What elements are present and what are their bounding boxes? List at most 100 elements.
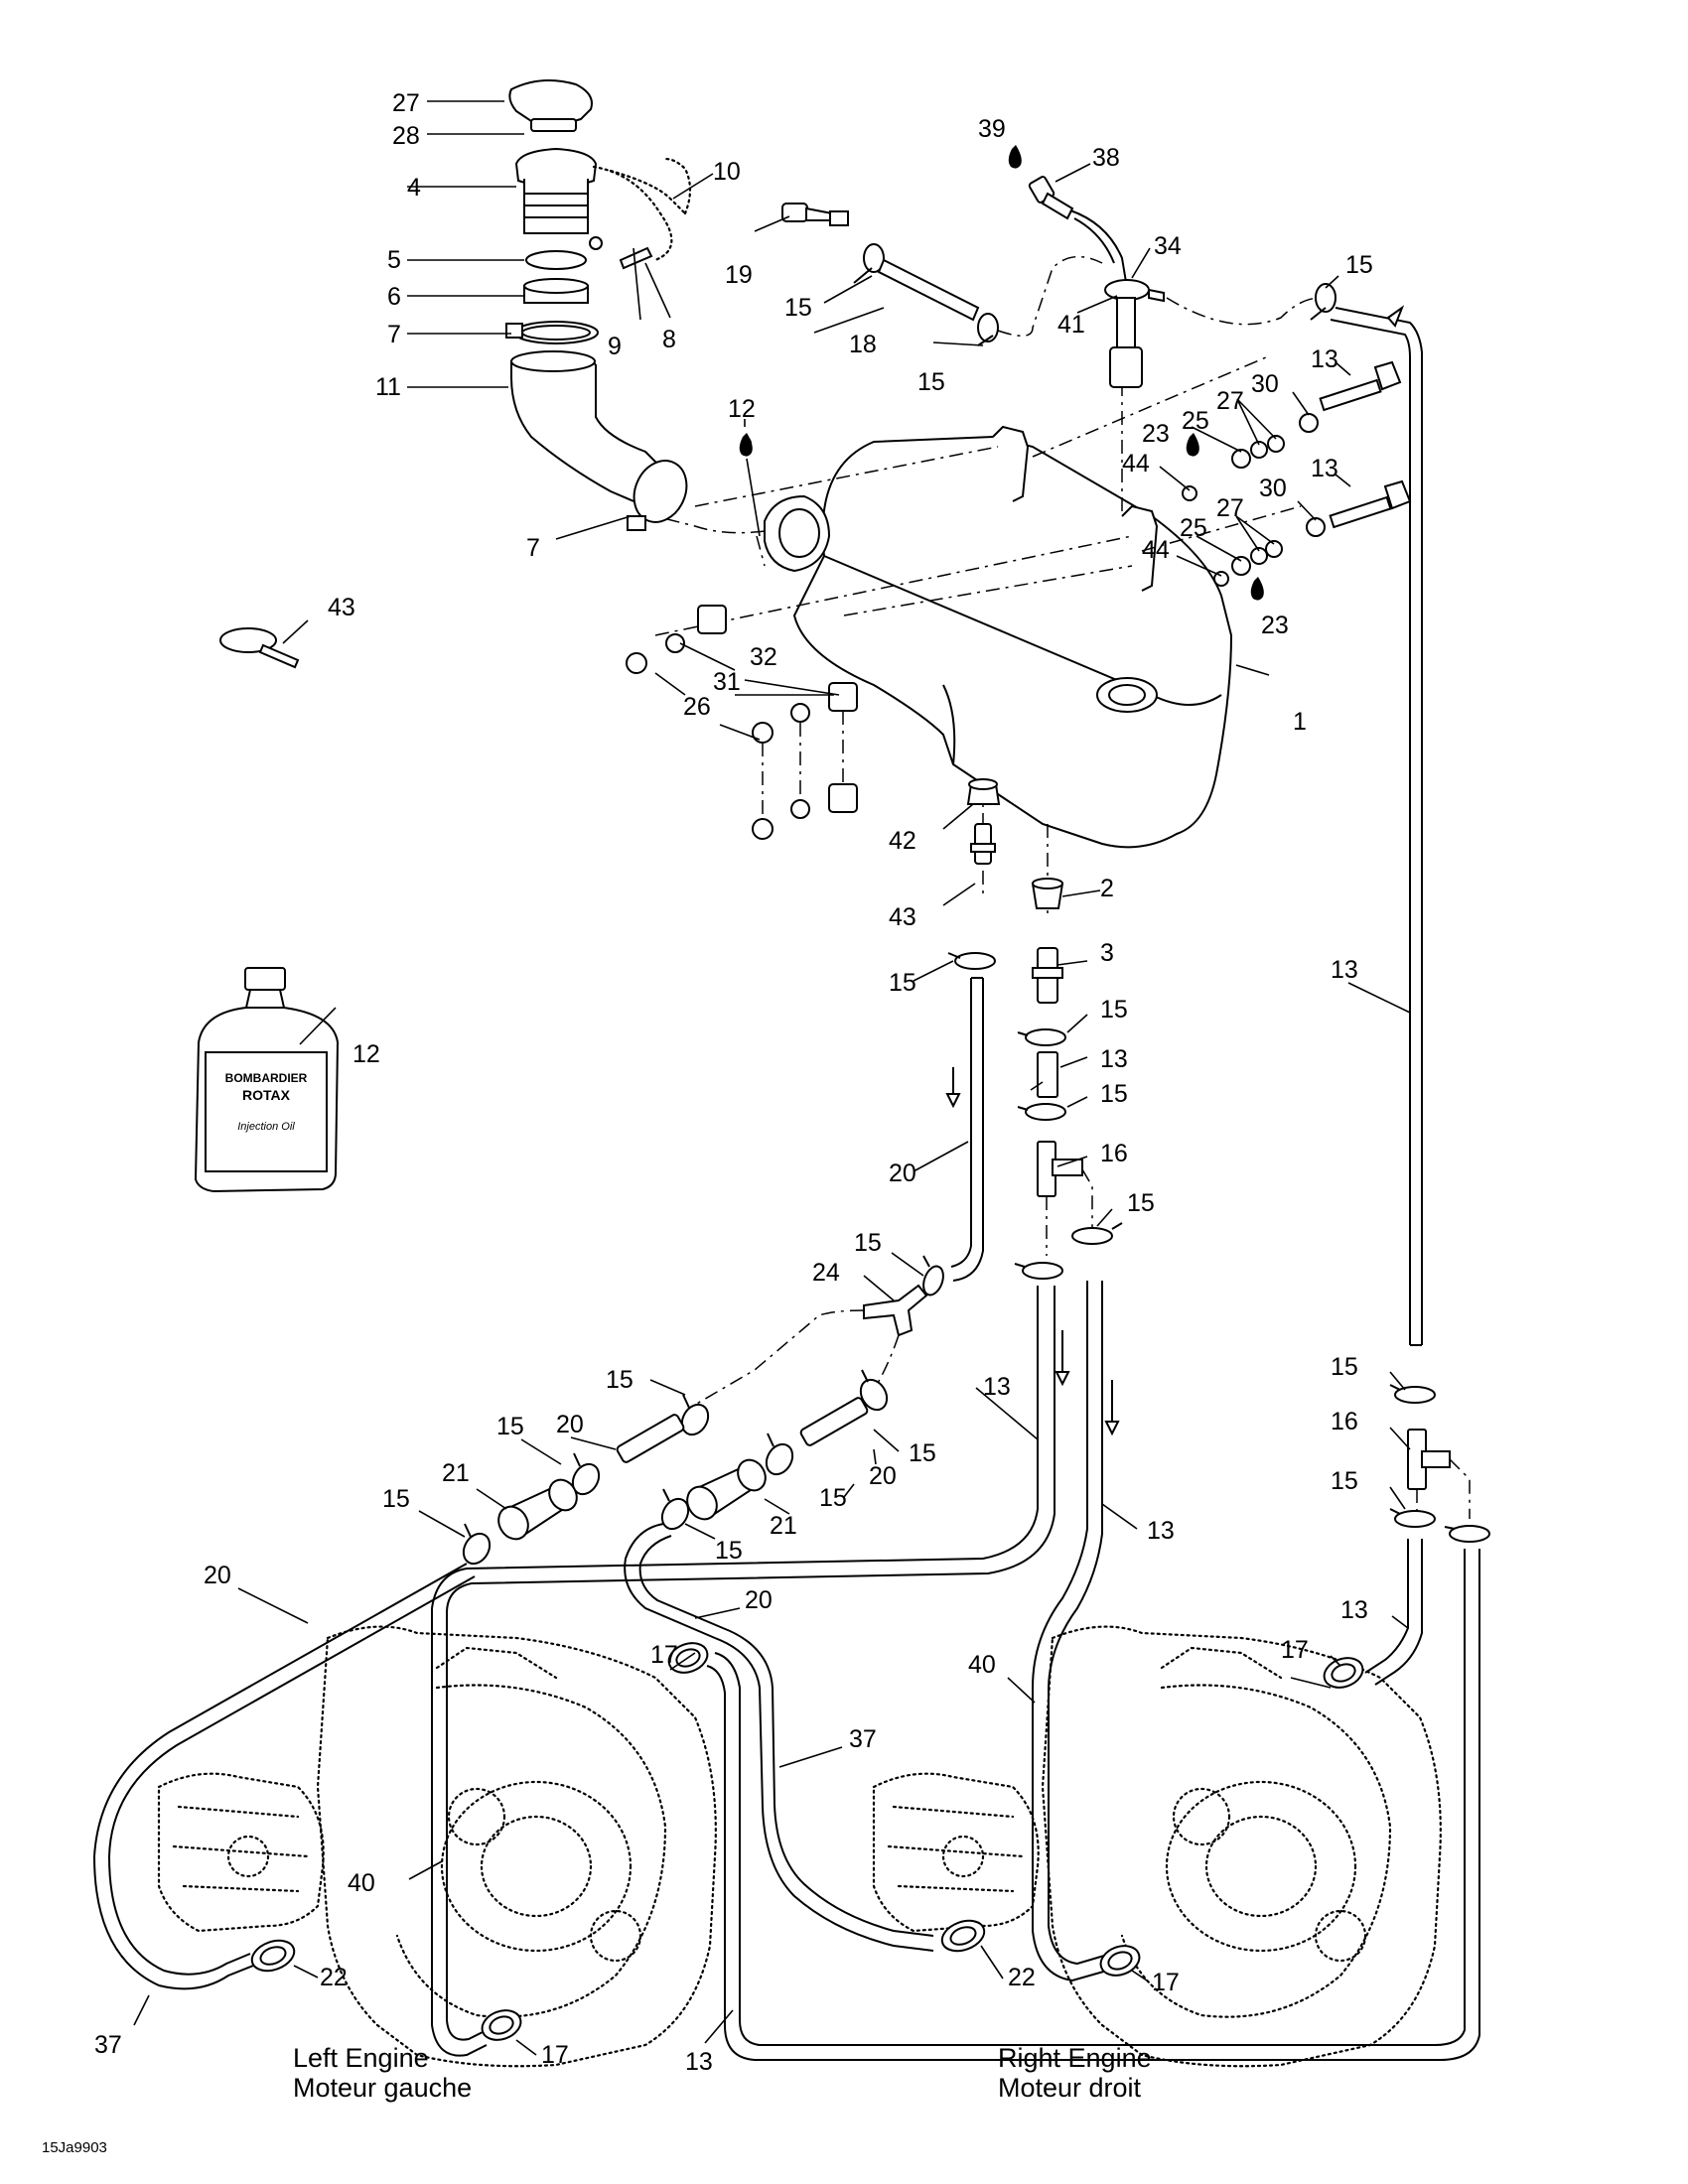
callout-15-rs1: 15 [1331,1353,1358,1381]
callout-9: 9 [608,333,622,360]
callout-1: 1 [1293,708,1307,736]
callout-15-top-right: 15 [1345,251,1373,279]
outlet-fitting-2 [1031,878,1064,909]
callout-39: 39 [978,115,1006,143]
filler-neck [514,147,598,234]
callout-30-lower: 30 [1259,475,1287,502]
washers-lower [1213,517,1326,587]
chain-10 [592,157,692,262]
callout-37-left: 37 [94,2031,122,2059]
callout-25-lower: 25 [1180,514,1207,542]
callout-21-left: 21 [442,1459,470,1487]
callout-20-center: 20 [889,1160,916,1187]
clamp-15-l2 [571,1452,601,1496]
clamp-15-top-right [1310,283,1336,321]
callout-42: 42 [889,827,916,855]
filler-hose-11 [510,350,667,508]
callout-23-lower: 23 [1261,612,1289,639]
callout-29: 28 [392,122,420,150]
hose-20-r1 [799,1397,869,1446]
feed-hose-20-left [950,977,984,1282]
callout-10: 10 [713,158,741,186]
clamp-15-rs3 [1444,1525,1490,1543]
clamp-15-r2 [765,1433,794,1476]
callout-15-vent: 15 [784,294,812,322]
callout-15-c3: 15 [1100,1080,1128,1108]
callout-8: 8 [662,326,676,353]
callout-21-right: 21 [770,1512,797,1540]
callout-20-r1: 20 [869,1462,897,1490]
filler-cap [508,79,593,132]
fuel-filter-21-right [686,1458,767,1521]
callout-34: 38 [1092,144,1120,172]
fitting-43 [970,823,996,865]
callout-12-bottle: 12 [352,1040,380,1068]
return-hose-14-right [1330,305,1423,1346]
callout-7-lower: 7 [526,534,540,562]
callout-15-r3: 15 [715,1537,743,1565]
callout-25-upper: 25 [1182,407,1209,435]
level-sensor-34 [1028,176,1128,289]
bottle-product: Injection Oil [237,1121,295,1133]
callout-32: 32 [750,643,777,671]
callout-14-center: 13 [983,1373,1011,1401]
tee-16-right [1407,1429,1451,1490]
callout-14-short: 13 [1100,1045,1128,1073]
hose-20-middle [624,1523,934,1952]
callout-37-center: 37 [849,1725,877,1753]
callout-15-c2: 15 [1100,996,1128,1024]
callout-20-l1: 20 [556,1411,584,1438]
clamp-15-c2 [1017,1028,1066,1046]
callout-6: 6 [387,283,401,311]
right-engine-label-en: Right Engine [998,2043,1152,2073]
callout-14-center2: 13 [1147,1517,1175,1545]
clamp-15-rs2 [1389,1508,1436,1528]
figure-code: 15Ja9903 [42,2139,107,2156]
clamp-7-upper [505,321,599,344]
grommet-40-33 [1104,279,1165,388]
clamp-15-r3 [660,1488,690,1531]
clamp-15-vent [853,243,885,284]
clamp-15-l4 [859,1369,889,1412]
clamp-15-l3 [462,1523,492,1566]
callout-43: 43 [889,903,916,931]
callout-14-right: 13 [1331,956,1358,984]
callout-38-right: 40 [968,1651,996,1679]
clamp-17-left [481,2009,522,2041]
washers-upper [1182,413,1319,501]
callout-15-c1: 15 [889,969,916,997]
hose-14-long-bottom [706,1549,1480,2061]
callout-15-l3: 15 [382,1485,410,1513]
callout-17-left: 17 [541,2041,569,2069]
engine-captions: Left Engine Moteur gauche Right Engine M… [293,2043,1152,2103]
callout-16-center: 16 [1100,1140,1128,1167]
bottle-brand: BOMBARDIER [225,1071,308,1085]
clamp-17-rs [1323,1657,1364,1689]
callout-27-upper: 27 [1216,387,1244,415]
clamp-7-lower [627,460,688,531]
oil-tank [764,425,1233,849]
callout-33: 34 [1154,232,1182,260]
hose-20-to-left-engine [92,1563,476,1990]
gasket-5 [525,250,587,270]
clamp-22-left [250,1939,296,1973]
callout-16-right: 16 [1331,1408,1358,1435]
nut-6 [523,278,589,304]
oil-bottle-12: BOMBARDIER ROTAX Injection Oil [194,967,340,1193]
bottle-sub-brand: ROTAX [242,1087,291,1103]
callout-13-lower: 13 [1311,455,1338,482]
callout-26: 26 [683,693,711,721]
bolt-upper [1319,360,1402,412]
callout-20-middle: 20 [745,1586,773,1614]
callout-22-left: 22 [320,1964,348,1991]
callout-23-upper: 23 [1142,420,1170,448]
callout-numbers: 27 28 4 5 6 7 11 10 9 8 7 12 1 39 38 34 … [94,89,1373,2076]
cable-tie-41 [219,627,300,669]
callout-17-right: 17 [1152,1969,1180,1996]
callout-18: 18 [849,331,877,358]
callout-11: 11 [375,373,401,401]
callout-22-right: 22 [1008,1964,1036,1991]
tee-16-center [1037,1141,1083,1197]
callout-13-upper: 13 [1311,345,1338,373]
